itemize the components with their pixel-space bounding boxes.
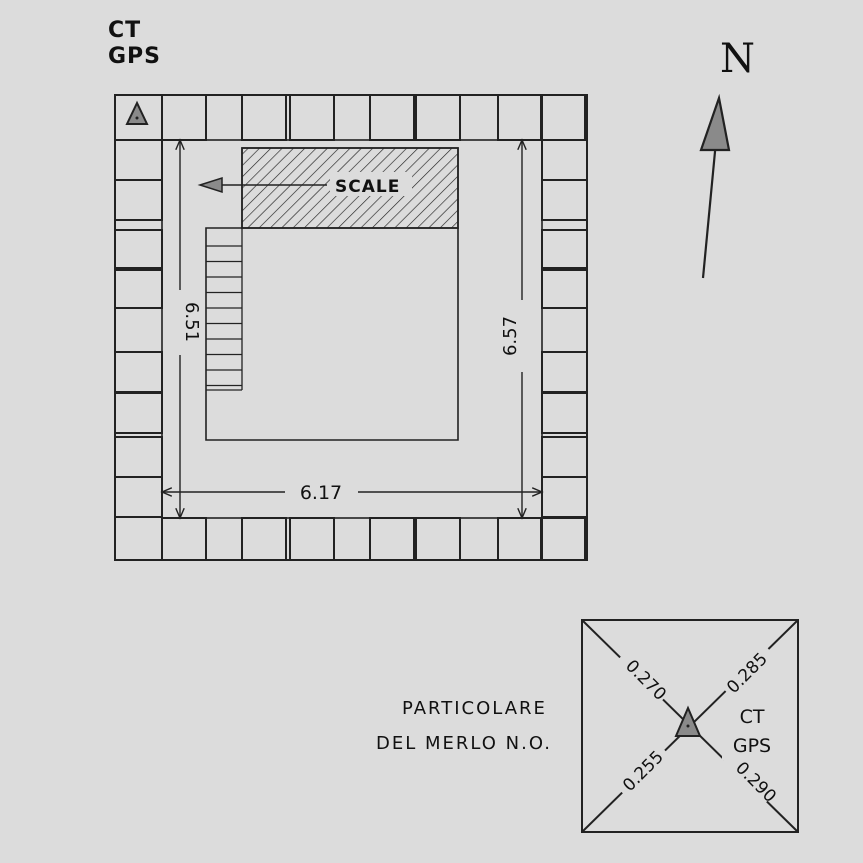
- detail-caption-line2: DEL MERLO N.O.: [376, 733, 553, 754]
- merlon-block: [540, 517, 586, 561]
- merlon-block: [114, 229, 163, 271]
- north-label: N: [720, 36, 756, 82]
- merlon-block: [415, 517, 461, 561]
- merlon-block: [497, 94, 543, 141]
- merlon-block: [369, 94, 415, 141]
- merlon-block: [114, 139, 163, 181]
- merlon-block: [114, 392, 163, 434]
- merlon-block: [114, 351, 163, 393]
- north-arrow: [699, 93, 731, 279]
- merlon-block: [541, 179, 588, 221]
- detail-station-marker: [674, 705, 702, 737]
- staircase: [206, 228, 243, 391]
- merlon-block: [541, 351, 588, 393]
- merlon-block: [114, 267, 163, 309]
- dimension-lines: [162, 140, 542, 518]
- merlon-block: [497, 517, 543, 561]
- corner-station-label: CT GPS: [108, 18, 161, 70]
- dimension-west: 6.51: [181, 302, 202, 342]
- detail-caption-line1: PARTICOLARE: [402, 698, 547, 719]
- merlon-block: [541, 436, 588, 478]
- dimension-east: 6.57: [500, 316, 521, 356]
- merlon-block: [161, 517, 207, 561]
- merlon-block: [114, 476, 163, 518]
- corner-label-line1: CT: [108, 18, 142, 43]
- gps-station-marker: [125, 100, 149, 125]
- merlon-block: [241, 94, 287, 141]
- stair-label: SCALE: [335, 177, 400, 197]
- stair-direction-arrow: [197, 176, 223, 194]
- merlon-block: [289, 94, 335, 141]
- merlon-block: [541, 139, 588, 181]
- merlon-block: [541, 229, 588, 271]
- merlon-block: [289, 517, 335, 561]
- merlon-block: [540, 94, 586, 141]
- dimension-south: 6.17: [300, 482, 342, 504]
- corner-label-line2: GPS: [108, 44, 162, 69]
- merlon-block: [541, 392, 588, 434]
- merlon-blocks: [114, 94, 588, 561]
- merlon-block: [161, 94, 207, 141]
- merlon-block: [415, 94, 461, 141]
- merlon-block: [114, 436, 163, 478]
- tower-walls: [114, 94, 588, 561]
- merlon-block: [114, 179, 163, 221]
- merlon-block: [541, 267, 588, 309]
- detail-station-line1: CT: [740, 706, 765, 728]
- merlon-block: [541, 476, 588, 518]
- detail-station-line2: GPS: [733, 735, 771, 757]
- merlon-block: [369, 517, 415, 561]
- merlon-block: [241, 517, 287, 561]
